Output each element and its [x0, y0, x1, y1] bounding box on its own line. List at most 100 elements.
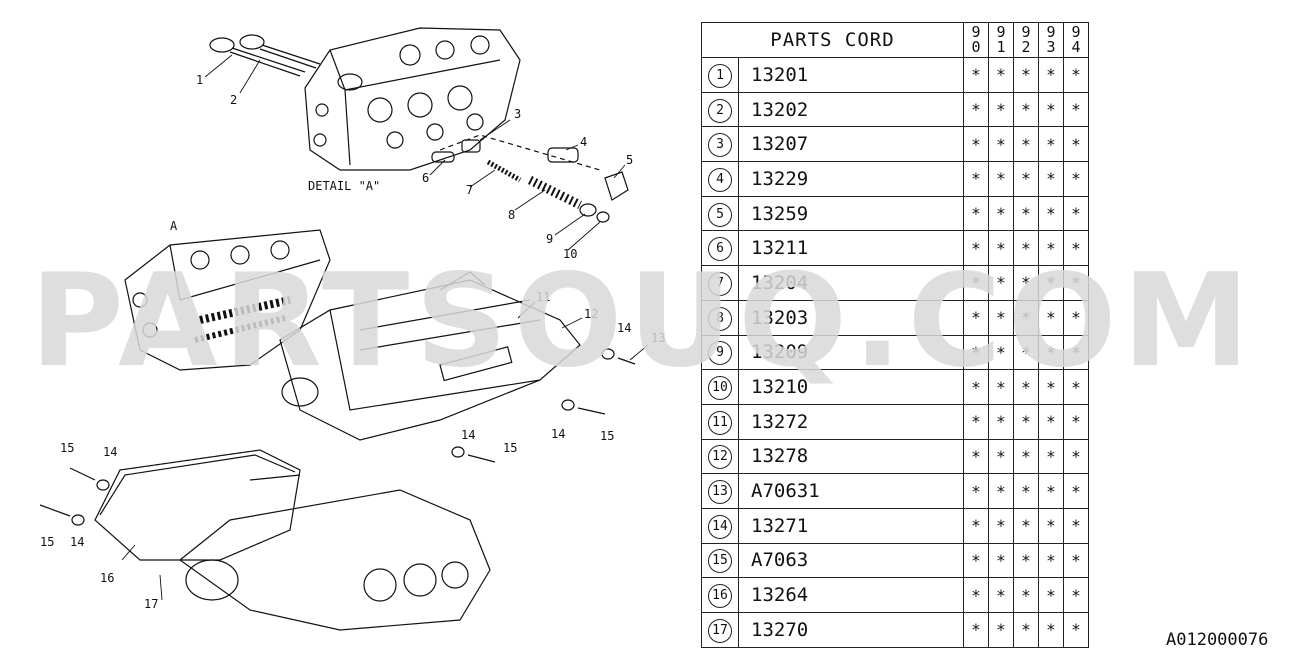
applicability-mark: * — [988, 299, 1014, 336]
applicability-mark: * — [1038, 612, 1064, 648]
part-code: 13264 — [738, 577, 964, 613]
applicability-mark: * — [988, 473, 1014, 509]
circled-number: 14 — [708, 514, 732, 539]
applicability-mark: * — [1038, 91, 1064, 128]
bolts-and-washers — [39, 348, 636, 526]
applicability-mark: * — [963, 507, 989, 544]
applicability-mark: * — [1063, 438, 1089, 475]
applicability-mark: * — [1063, 161, 1089, 197]
applicability-mark: * — [988, 161, 1014, 197]
row-number: 1 — [701, 57, 739, 93]
applicability-mark: * — [1038, 577, 1064, 613]
circled-number: 10 — [708, 376, 732, 401]
circled-number: 8 — [708, 306, 732, 331]
leader-lines — [121, 54, 649, 601]
callout-13: 13 — [651, 331, 665, 345]
valve-train-parts — [431, 134, 629, 223]
part-code: 13202 — [738, 91, 964, 128]
applicability-mark: * — [963, 299, 989, 336]
applicability-mark: * — [1013, 230, 1039, 267]
applicability-mark: * — [988, 265, 1014, 301]
exploded-parts-diagram: 1 2 3 4 5 6 7 8 9 10 DETAIL "A" A 11 12 … — [39, 27, 665, 631]
callout-14d: 14 — [103, 445, 117, 459]
callout-17: 17 — [144, 597, 158, 611]
part-code: 13259 — [738, 195, 964, 232]
applicability-mark: * — [963, 265, 989, 301]
circled-number: 12 — [708, 445, 732, 470]
callout-14b: 14 — [551, 427, 565, 441]
circled-number: 16 — [708, 584, 732, 609]
applicability-mark: * — [963, 161, 989, 197]
applicability-mark: * — [988, 369, 1014, 405]
callout-2: 2 — [230, 93, 237, 107]
callout-16: 16 — [100, 571, 114, 585]
circled-number: 11 — [708, 410, 732, 435]
part-code: 13210 — [738, 369, 964, 405]
part-code: 13270 — [738, 612, 964, 648]
applicability-mark: * — [963, 577, 989, 613]
applicability-mark: * — [988, 334, 1014, 371]
applicability-mark: * — [963, 369, 989, 405]
applicability-mark: * — [1063, 369, 1089, 405]
callout-5: 5 — [626, 153, 633, 167]
applicability-mark: * — [1038, 507, 1064, 544]
callout-15c: 15 — [60, 441, 74, 455]
applicability-mark: * — [1013, 299, 1039, 336]
applicability-mark: * — [1063, 195, 1089, 232]
applicability-mark: * — [1038, 438, 1064, 475]
circled-number: 13 — [708, 480, 732, 505]
applicability-mark: * — [1038, 299, 1064, 336]
applicability-mark: * — [988, 126, 1014, 163]
applicability-mark: * — [1063, 542, 1089, 579]
applicability-mark: * — [1063, 230, 1089, 267]
part-code: A70631 — [738, 473, 964, 509]
part-code: 13203 — [738, 299, 964, 336]
applicability-mark: * — [1013, 369, 1039, 405]
applicability-mark: * — [988, 507, 1014, 544]
callout-15a: 15 — [600, 429, 614, 443]
applicability-mark: * — [1038, 57, 1064, 93]
callout-14c: 14 — [461, 428, 475, 442]
row-number: 11 — [701, 403, 739, 440]
row-number: 3 — [701, 126, 739, 163]
applicability-mark: * — [1013, 57, 1039, 93]
applicability-mark: * — [988, 57, 1014, 93]
callout-15d: 15 — [40, 535, 54, 549]
valves — [209, 34, 321, 77]
callout-7: 7 — [466, 183, 473, 197]
callout-9: 9 — [546, 232, 553, 246]
row-number: 14 — [701, 507, 739, 544]
part-code: 13278 — [738, 438, 964, 475]
applicability-mark: * — [1063, 334, 1089, 371]
row-number: 12 — [701, 438, 739, 475]
cylinder-head-assembly — [124, 229, 331, 371]
applicability-mark: * — [1063, 612, 1089, 648]
applicability-mark: * — [1038, 369, 1064, 405]
row-number: 17 — [701, 612, 739, 648]
callout-3: 3 — [514, 107, 521, 121]
part-code: 13229 — [738, 161, 964, 197]
applicability-mark: * — [1013, 161, 1039, 197]
view-marker: A — [170, 219, 178, 233]
applicability-mark: * — [1013, 195, 1039, 232]
row-number: 8 — [701, 299, 739, 336]
applicability-mark: * — [963, 542, 989, 579]
applicability-mark: * — [1038, 161, 1064, 197]
rocker-cover — [279, 271, 581, 441]
cylinder-head-detail — [304, 27, 521, 171]
circled-number: 5 — [708, 202, 732, 227]
circled-number: 7 — [708, 271, 732, 296]
row-number: 15 — [701, 542, 739, 579]
